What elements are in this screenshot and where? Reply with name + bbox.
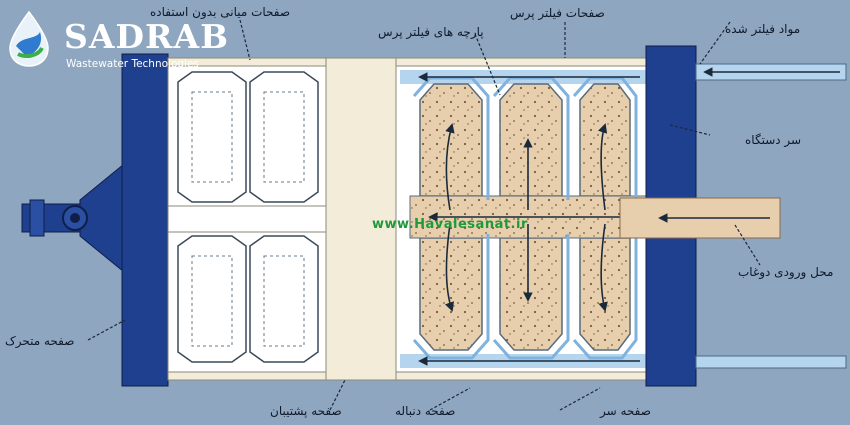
label-moving-plate: صفحه متحرک (5, 334, 75, 348)
leader-lines (87, 19, 761, 411)
filtrate-outlet-pipe (695, 63, 847, 81)
label-tail-plate: صفحه دنباله (395, 404, 456, 418)
label-machine-head: سر دستگاه (745, 133, 802, 147)
unused-middle-plates (167, 65, 327, 373)
label-filter-press-cloths: پارچه های فیلتر پرس (378, 25, 484, 39)
tail-plate (325, 57, 397, 381)
label-sludge-inlet: محل ورودی دوغاب (738, 265, 834, 279)
sadrab-logo: SADRAB Wastewater Technologies (6, 10, 236, 70)
water-drop-logo-icon (9, 10, 49, 67)
label-filter-press-plates: صفحات فیلتر پرس (510, 6, 605, 20)
label-support-plate: صفحه پشتیبان (270, 404, 342, 418)
logo-tagline: Wastewater Technologies (66, 58, 199, 70)
logo-wordmark: SADRAB (64, 17, 229, 56)
label-head-plate: صفحه سر (600, 404, 651, 418)
moving-plate (121, 53, 169, 387)
sludge-inlet-pipe (619, 197, 781, 239)
label-unused-middle-plates: صفحات میانی بدون استفاده (150, 5, 291, 19)
hydraulic-shaft (21, 162, 125, 274)
bottom-filtrate-outlet (695, 355, 847, 369)
watermark-url: www.Havalesanat.ir (372, 217, 528, 232)
flow-arrows (418, 72, 640, 366)
label-filtered-material: مواد فیلتر شده (725, 22, 801, 36)
